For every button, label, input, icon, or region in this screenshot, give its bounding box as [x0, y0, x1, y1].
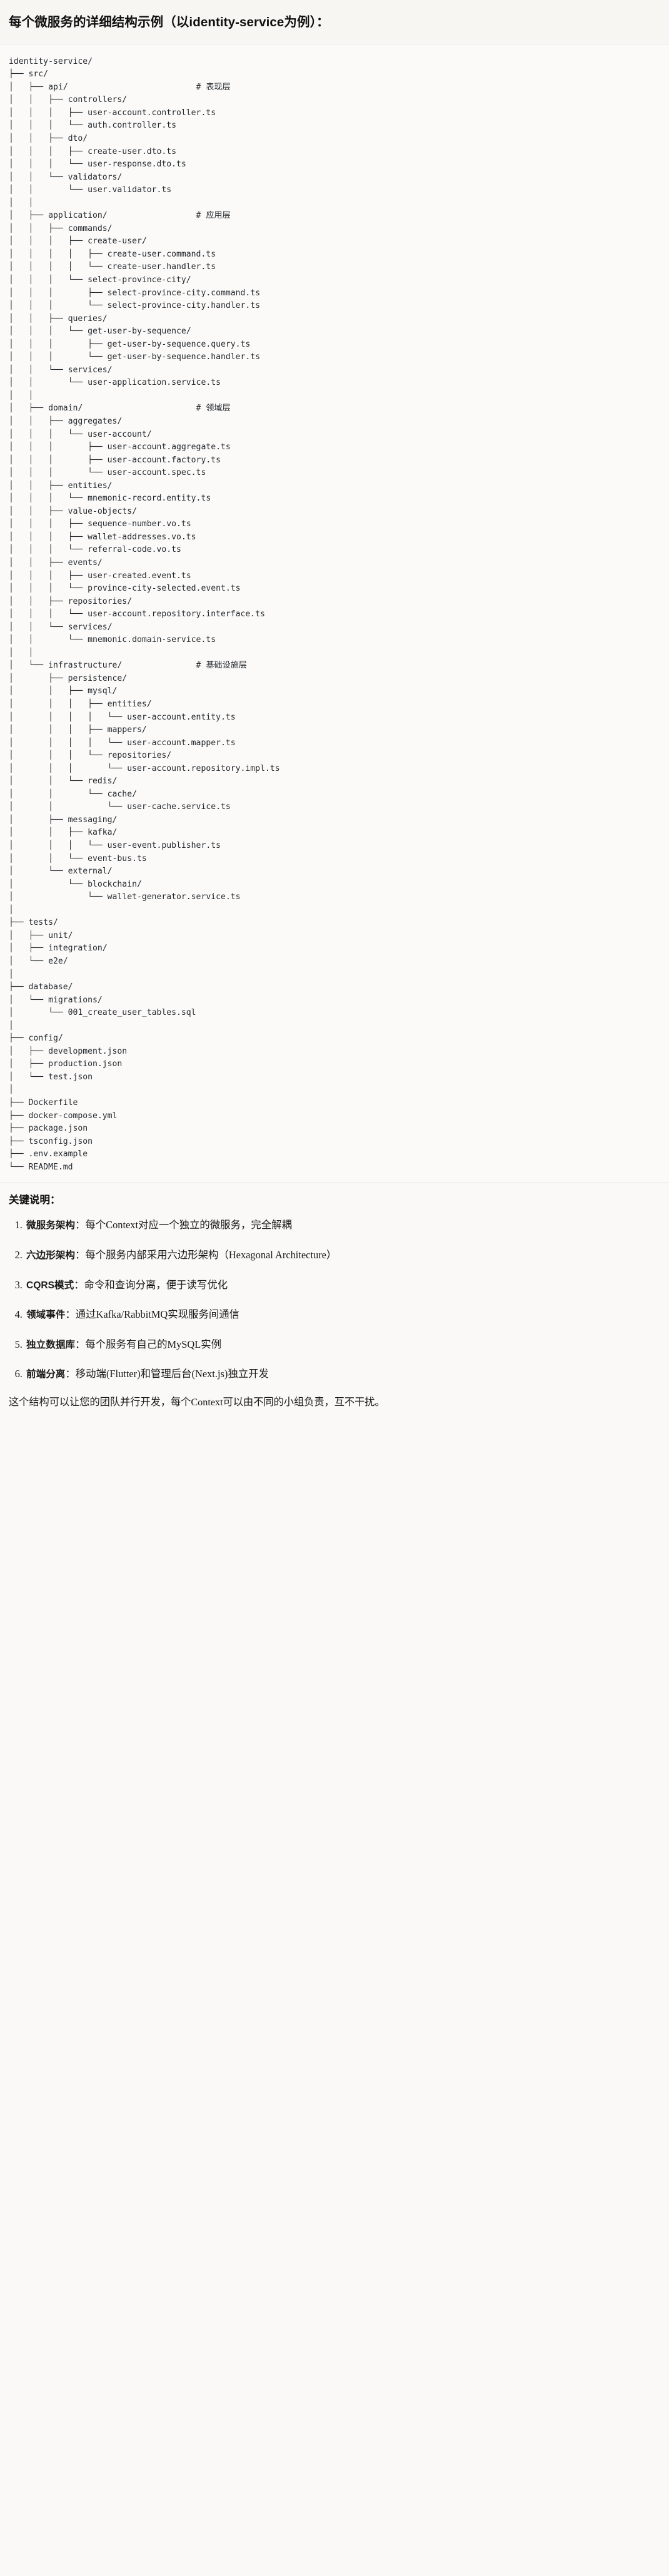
key-note-term: CQRS模式	[26, 1280, 74, 1291]
key-note-separator: ：	[74, 1219, 86, 1231]
key-notes-title: 关键说明：	[9, 1194, 61, 1206]
key-note-item: 前端分离：移动端(Flutter)和管理后台(Next.js)独立开发	[25, 1367, 660, 1382]
key-note-term: 独立数据库	[26, 1339, 75, 1350]
key-note-term: 微服务架构	[26, 1220, 75, 1231]
key-note-separator: ：	[65, 1308, 76, 1321]
heading-block: 每个微服务的详细结构示例（以identity-service为例）：	[0, 0, 669, 44]
key-note-description: 每个服务内部采用六边形架构（Hexagonal Architecture）	[85, 1248, 337, 1261]
key-note-term: 前端分离	[26, 1369, 66, 1380]
closing-paragraph: 这个结构可以让您的团队并行开发，每个Context可以由不同的小组负责，互不干扰…	[9, 1397, 385, 1408]
key-notes-block: 关键说明： 微服务架构：每个Context对应一个独立的微服务，完全解耦六边形架…	[0, 1183, 669, 1423]
page-title: 每个微服务的详细结构示例（以identity-service为例）：	[9, 15, 329, 29]
key-note-description: 通过Kafka/RabbitMQ实现服务间通信	[75, 1308, 240, 1321]
key-note-description: 每个服务有自己的MySQL实例	[85, 1338, 222, 1350]
key-notes-list: 微服务架构：每个Context对应一个独立的微服务，完全解耦六边形架构：每个服务…	[9, 1218, 660, 1382]
directory-tree: identity-service/ ├── src/ │ ├── api/ # …	[9, 56, 280, 1172]
key-note-item: CQRS模式：命令和查询分离，便于读写优化	[25, 1278, 660, 1293]
key-note-separator: ：	[74, 1338, 86, 1350]
key-note-description: 移动端(Flutter)和管理后台(Next.js)独立开发	[75, 1368, 269, 1380]
key-note-term: 六边形架构	[26, 1250, 75, 1261]
key-note-item: 领域事件：通过Kafka/RabbitMQ实现服务间通信	[25, 1307, 660, 1323]
key-note-separator: ：	[65, 1368, 76, 1380]
key-note-item: 六边形架构：每个服务内部采用六边形架构（Hexagonal Architectu…	[25, 1248, 660, 1263]
key-note-description: 命令和查询分离，便于读写优化	[84, 1278, 228, 1291]
key-note-item: 独立数据库：每个服务有自己的MySQL实例	[25, 1337, 660, 1353]
key-note-separator: ：	[74, 1248, 86, 1261]
directory-tree-block: identity-service/ ├── src/ │ ├── api/ # …	[0, 44, 669, 1184]
key-note-term: 领域事件	[26, 1310, 66, 1321]
document-page: 每个微服务的详细结构示例（以identity-service为例）： ident…	[0, 0, 669, 1422]
key-note-description: 每个Context对应一个独立的微服务，完全解耦	[85, 1219, 292, 1231]
key-note-separator: ：	[74, 1278, 84, 1291]
key-note-item: 微服务架构：每个Context对应一个独立的微服务，完全解耦	[25, 1218, 660, 1233]
